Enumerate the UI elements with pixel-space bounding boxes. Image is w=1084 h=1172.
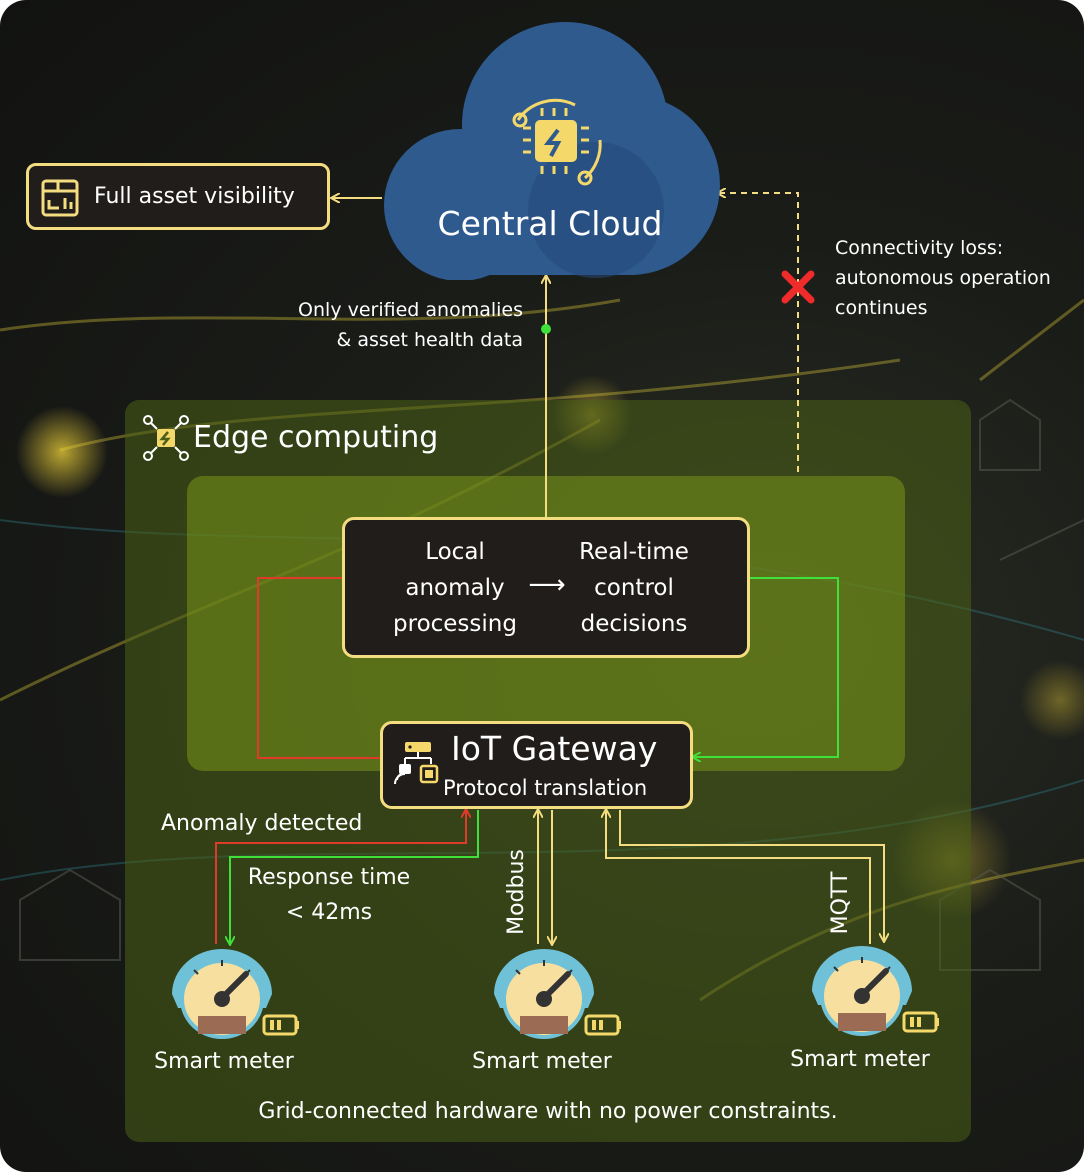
connectivity-label: Connectivity loss: autonomous operation …: [835, 233, 1080, 323]
gateway-title: IoT Gateway: [451, 729, 658, 768]
footer-note: Grid-connected hardware with no power co…: [258, 1099, 838, 1124]
visibility-label: Full asset visibility: [94, 184, 295, 209]
processing-right-line-3: decisions: [580, 611, 688, 637]
processing-right-line-2: control: [594, 575, 674, 601]
connectivity-loss-x-icon: [781, 270, 815, 304]
edge-network-icon: [143, 415, 189, 461]
uplink-line-1: Only verified anomalies: [298, 299, 523, 321]
processing-left-line-2: anomaly: [405, 575, 505, 601]
uplink-line-2: & asset health data: [336, 329, 523, 351]
connectivity-line-3: continues: [835, 297, 928, 319]
cloud-title: Central Cloud: [437, 204, 663, 243]
smart-meter-2-label: Smart meter: [472, 1049, 612, 1074]
dashboard-icon: [41, 179, 79, 217]
processing-flow-arrow: ⟶: [528, 570, 566, 600]
connectivity-dashed-arrow: [718, 193, 799, 472]
response-line-1: Response time: [247, 865, 411, 890]
processing-left-line-1: Local: [425, 539, 485, 565]
anomaly-detected-arrow: [215, 810, 466, 944]
control-loop-arrow: [693, 577, 839, 757]
anomaly-loop-arrow: [257, 578, 386, 759]
gateway-icon: [394, 742, 439, 785]
modbus-label: Modbus: [504, 849, 529, 935]
anomaly-detected-label: Anomaly detected: [161, 811, 363, 836]
realtime-control-decisions: Real-time control decisions: [549, 534, 719, 642]
smart-meter-1-label: Smart meter: [154, 1049, 294, 1074]
central-cloud: [384, 22, 720, 280]
connectivity-line-1: Connectivity loss:: [835, 237, 1004, 259]
processing-right-line-1: Real-time: [579, 539, 689, 565]
gateway-subtitle: Protocol translation: [443, 776, 648, 800]
processing-left-line-3: processing: [393, 611, 517, 637]
iot-gateway-box: IoT Gateway Protocol translation: [380, 721, 693, 809]
response-arrow: [230, 810, 479, 944]
response-time-label: Response time < 42ms: [229, 860, 429, 930]
smart-meter-2-icon: [494, 949, 621, 1039]
mqtt-label: MQTT: [828, 871, 853, 935]
uplink-dot: [541, 324, 551, 334]
visibility-box: Full asset visibility: [26, 163, 330, 230]
smart-meter-3-icon: [812, 946, 939, 1036]
smart-meter-3-label: Smart meter: [790, 1047, 930, 1072]
smart-meter-1-icon: [172, 949, 299, 1039]
mqtt-up-arrow: [606, 810, 871, 944]
edge-title: Edge computing: [193, 420, 439, 455]
uplink-label: Only verified anomalies & asset health d…: [250, 295, 523, 355]
processing-box: Local anomaly processing ⟶ Real-time con…: [342, 517, 750, 658]
mqtt-down-arrow: [619, 810, 884, 941]
local-anomaly-processing: Local anomaly processing: [370, 534, 540, 642]
connectivity-line-2: autonomous operation: [835, 267, 1051, 289]
response-line-2: < 42ms: [285, 900, 373, 925]
cloud-chip-icon: [512, 98, 602, 186]
